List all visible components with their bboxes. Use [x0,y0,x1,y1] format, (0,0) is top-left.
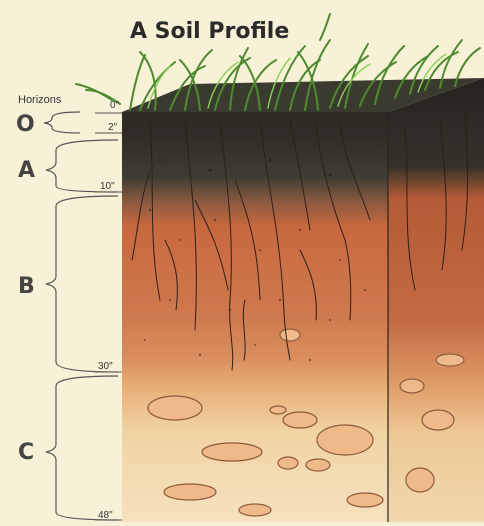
soil-block-side-face [388,78,484,522]
soil-block-front-face [122,112,388,522]
horizon-braces [44,112,118,520]
depth-10: 10" [100,181,115,192]
horizon-c-label: C [18,440,34,465]
depth-30: 30" [98,361,113,372]
diagram-title: A Soil Profile [130,19,289,44]
depth-0: 0" [110,100,120,111]
horizon-o-label: O [16,112,35,137]
depth-2: 2" [108,122,118,133]
brace-b [46,196,118,372]
horizons-heading: Horizons [18,94,62,106]
depth-ticks [95,113,122,520]
brace-c [46,376,118,520]
depth-48: 48" [98,510,113,521]
brace-o [44,112,80,133]
horizon-b-label: B [18,274,35,299]
horizon-a-label: A [18,158,35,183]
